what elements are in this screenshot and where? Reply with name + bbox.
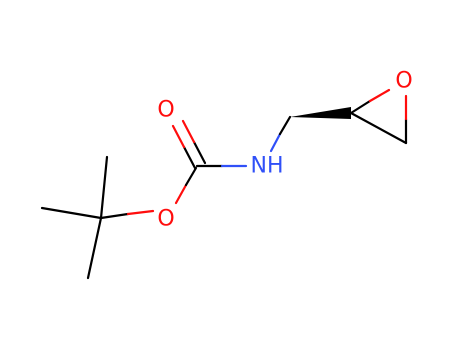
- bond-half-nitrogen: [269, 132, 282, 153]
- bond-nitrogen-methylene: [269, 115, 292, 153]
- carbonyl-oxygen-label: O: [157, 98, 174, 123]
- epoxide-ring: [349, 88, 408, 145]
- bond-tbu-methyl-left: [40, 206, 103, 220]
- double-bond-line-1-oxygen: [171, 124, 186, 149]
- double-bond-line-2-oxygen: [181, 119, 196, 144]
- bond-tbu-ester-oxygen: [99, 209, 155, 220]
- stereo-wedge-bond: [290, 107, 351, 119]
- bond-tbu-methyl-bottom: [86, 216, 103, 280]
- bond-tbu-methyl-top: [99, 155, 109, 220]
- bond-ring-carbon-carbon: [349, 111, 408, 145]
- bond-half-carbon: [184, 166, 198, 187]
- bond-carbonyl-double: [171, 119, 207, 170]
- bond-half-oxygen: [126, 209, 155, 216]
- bond-ester-oxygen-carbonyl: [174, 166, 198, 205]
- double-bond-line-2-carbon: [192, 140, 207, 165]
- ester-oxygen-label: O: [157, 207, 174, 232]
- tert-butyl-group: [40, 155, 109, 280]
- bond-ring-stereocenter-oxygen-carbon: [349, 99, 372, 115]
- double-bond-line-1-carbon: [182, 145, 197, 170]
- bond-half-oxygen: [174, 183, 188, 205]
- bond-half-carbon: [278, 115, 292, 136]
- epoxide-oxygen-label: O: [395, 69, 412, 94]
- amine-nitrogen-label: NH: [251, 154, 284, 179]
- bond-ring-stereocenter-oxygen-oxygen: [368, 88, 391, 103]
- bond-half-carbon: [99, 212, 130, 220]
